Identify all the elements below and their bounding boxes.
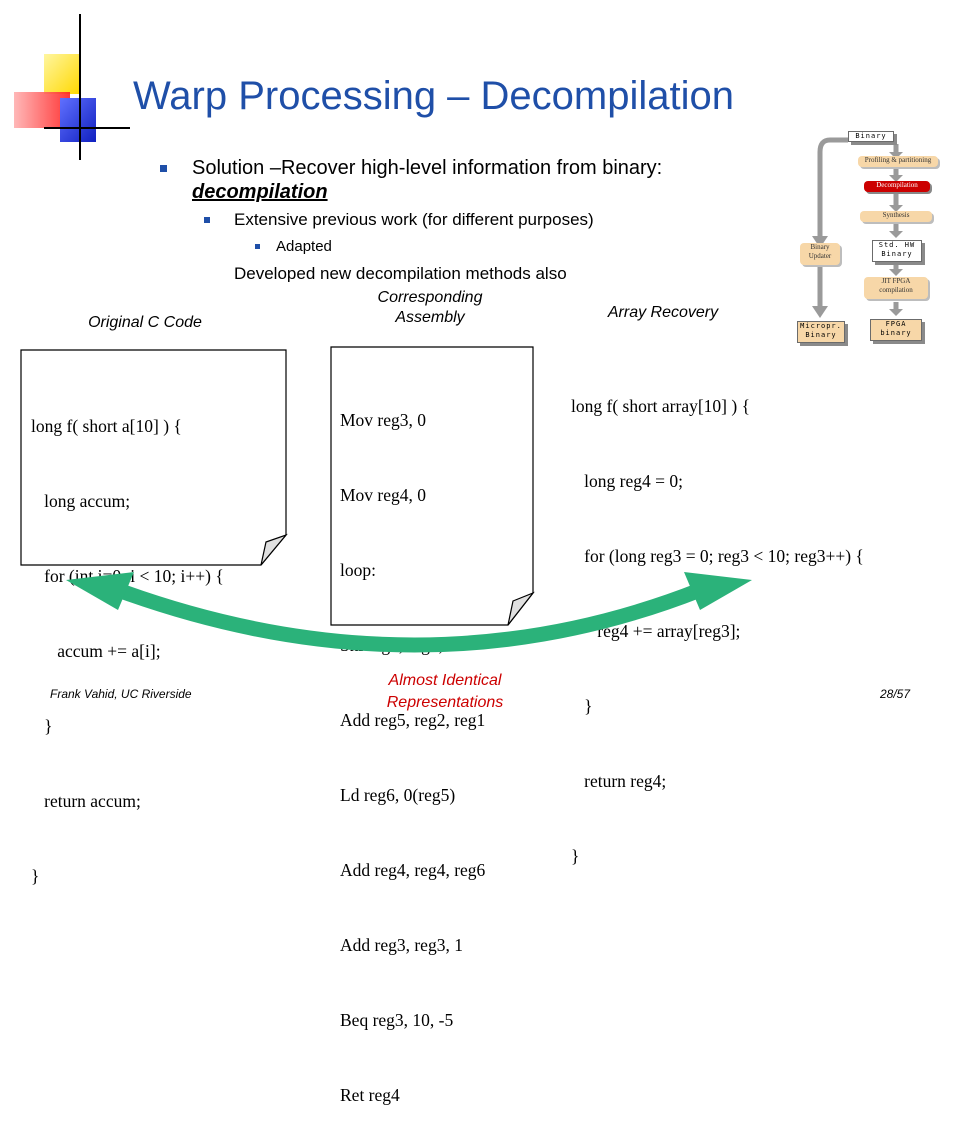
flow-synthesis: Synthesis	[860, 211, 932, 222]
flow-micropr-binary: Micropr. Binary	[797, 321, 845, 343]
caption-almost-identical: Almost Identical Representations	[340, 670, 550, 714]
bullet-adapted: Adapted	[255, 238, 332, 255]
code-line: return reg4;	[571, 771, 667, 791]
code-line: }	[571, 696, 593, 716]
code-line: Ret reg4	[340, 1085, 400, 1105]
bullet-marker	[255, 244, 260, 249]
caption-assembly-line1: Corresponding	[377, 289, 483, 306]
flow-jit-label-2: compilation	[879, 286, 913, 294]
extensive-text: Extensive previous work (for different p…	[234, 210, 594, 229]
code-line: Ld reg6, 0(reg5)	[340, 785, 456, 805]
code-line: long reg4 = 0;	[571, 471, 683, 491]
code-line: Beq reg3, 10, -5	[340, 1010, 454, 1030]
flow-decompilation: Decompilation	[864, 181, 930, 192]
flow-updater-label-1: Binary	[810, 243, 830, 251]
flow-profiling-label: Profiling & partitioning	[864, 156, 932, 164]
flow-fpga-label-2: binary	[880, 329, 912, 337]
logo-decoration	[14, 14, 130, 160]
flow-std-hw-label-1: Std. HW	[878, 241, 916, 249]
bullet-solution: Solution –Recover high-level information…	[160, 156, 663, 204]
code-line: }	[571, 846, 580, 866]
flow-jit-label-1: JIT FPGA	[881, 277, 911, 285]
flow-updater-label-2: Updater	[808, 252, 832, 260]
flow-micro-label-1: Micropr.	[800, 322, 842, 330]
caption-assembly: Corresponding Assembly	[350, 288, 510, 328]
flow-jit-fpga: JIT FPGA compilation	[864, 277, 928, 299]
flow-std-hw-binary: Std. HW Binary	[872, 240, 922, 262]
caption-assembly-line2: Assembly	[395, 309, 465, 326]
code-line: loop:	[340, 560, 376, 580]
flow-micro-label-2: Binary	[805, 331, 837, 339]
code-line: long f( short array[10] ) {	[571, 396, 750, 416]
almost-line1: Almost Identical	[388, 672, 502, 689]
code-line: reg4 += array[reg3];	[571, 621, 741, 641]
page-title: Warp Processing – Decompilation	[133, 74, 734, 118]
code-line: Mov reg3, 0	[340, 410, 427, 430]
bullet-marker	[204, 217, 210, 223]
flow-binary-updater: Binary Updater	[800, 243, 840, 265]
bullet-developed: Developed new decompilation methods also	[234, 264, 567, 282]
adapted-text: Adapted	[276, 238, 332, 255]
flow-profiling: Profiling & partitioning	[858, 156, 938, 167]
flow-std-hw-label-2: Binary	[881, 250, 913, 258]
flow-fpga-label-1: FPGA	[885, 320, 907, 328]
caption-array: Array Recovery	[607, 304, 719, 321]
bullet-marker	[160, 165, 167, 172]
flow-connectors	[812, 137, 903, 318]
code-line: Mov reg4, 0	[340, 485, 427, 505]
flow-synthesis-label: Synthesis	[882, 211, 910, 219]
flow-fpga-binary: FPGA binary	[870, 319, 922, 341]
code-line: long accum;	[31, 491, 131, 511]
double-arrow-icon	[66, 572, 752, 653]
code-line: Add reg3, reg3, 1	[340, 935, 463, 955]
footer-author: Frank Vahid, UC Riverside	[50, 687, 192, 701]
solution-emphasis: decompilation	[192, 181, 328, 203]
caption-original: Original C Code	[88, 314, 202, 331]
flow-decompilation-label: Decompilation	[876, 181, 918, 189]
code-line: Add reg4, reg4, reg6	[340, 860, 486, 880]
code-line: accum += a[i];	[31, 641, 161, 661]
code-line: }	[31, 866, 40, 886]
footer-page-number: 28/57	[880, 687, 911, 701]
almost-line2: Representations	[386, 694, 504, 711]
solution-text: Solution –Recover high-level information…	[192, 157, 663, 179]
code-line: long f( short a[10] ) {	[31, 416, 182, 436]
bullet-extensive: Extensive previous work (for different p…	[204, 210, 594, 230]
flow-binary: Binary	[848, 131, 894, 142]
developed-text: Developed new decompilation methods also	[234, 264, 567, 282]
code-line: for (long reg3 = 0; reg3 < 10; reg3++) {	[571, 546, 864, 566]
code-documents	[20, 346, 535, 626]
flow-binary-label: Binary	[855, 132, 887, 140]
code-line: return accum;	[31, 791, 141, 811]
